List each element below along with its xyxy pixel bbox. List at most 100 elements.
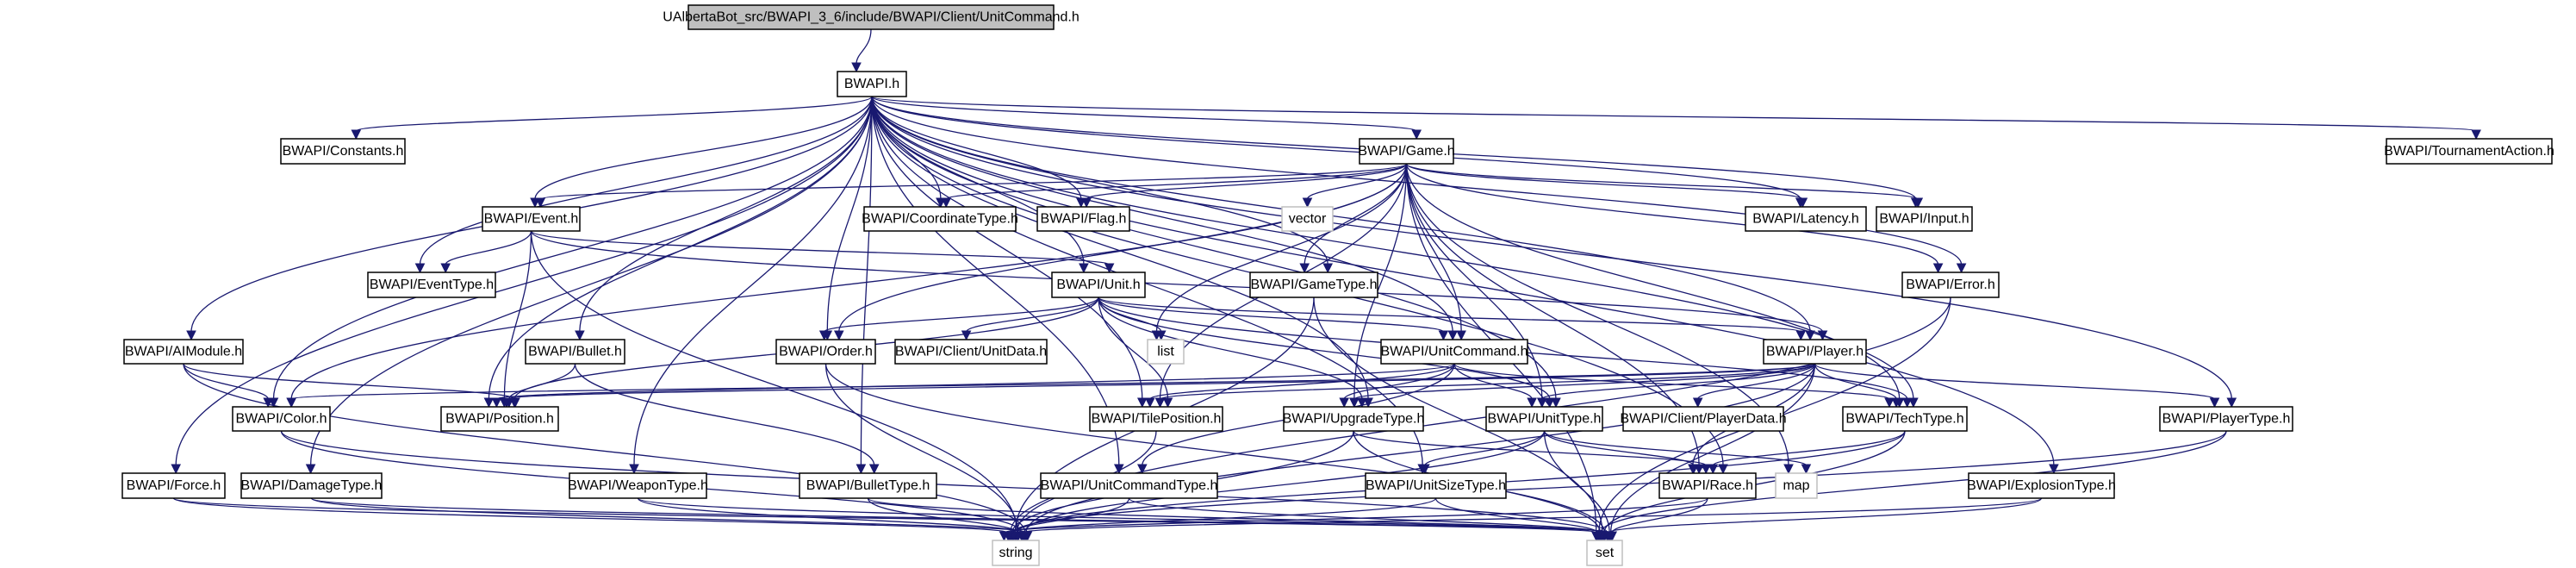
node-latency[interactable]: BWAPI/Latency.h [1745,206,1867,232]
node-unitdata[interactable]: BWAPI/Client/UnitData.h [894,339,1048,365]
node-position[interactable]: BWAPI/Position.h [440,406,559,432]
arrowhead-icon [263,397,274,409]
node-race[interactable]: BWAPI/Race.h [1658,472,1757,499]
node-error[interactable]: BWAPI/Error.h [1901,272,2000,298]
node-gametype[interactable]: BWAPI/GameType.h [1249,272,1378,298]
node-color[interactable]: BWAPI/Color.h [232,406,331,432]
node-input[interactable]: BWAPI/Input.h [1876,206,1973,232]
node-box [2386,138,2553,165]
edge-unittype-to-map [1543,430,1808,466]
node-eventtype[interactable]: BWAPI/EventType.h [367,272,496,298]
node-unitcommand[interactable]: BWAPI/UnitCommand.h [1380,339,1528,365]
node-box [1968,472,2115,499]
node-box [1147,339,1185,365]
node-explosiontype[interactable]: BWAPI/ExplosionType.h [1967,472,2116,499]
node-label: BWAPI/UnitCommandType.h [1041,478,1218,493]
edge-game-to-techtype [1405,163,1901,400]
arrowhead-icon [1411,129,1422,140]
node-damagetype[interactable]: BWAPI/DamageType.h [240,472,383,499]
edge-bwapi-to-eventtype [419,96,873,265]
node-box [1901,272,2000,298]
arrowhead-icon [851,62,862,73]
node-player[interactable]: BWAPI/Player.h [1763,339,1867,365]
node-box [1485,406,1603,432]
node-upgradetype[interactable]: BWAPI/UpgradeType.h [1283,406,1425,432]
node-label: BWAPI/DamageType.h [241,478,383,493]
node-label: set [1596,546,1615,560]
edge-bwapi-to-unitcommand [871,96,1453,333]
arrowhead-icon [1017,531,1029,542]
node-weapontype[interactable]: BWAPI/WeaponType.h [568,472,708,499]
node-coordtype[interactable]: BWAPI/CoordinateType.h [862,206,1018,232]
edge-unitcommandtype-to-string [1012,497,1130,534]
node-techtype[interactable]: BWAPI/TechType.h [1842,406,1968,432]
node-flag[interactable]: BWAPI/Flag.h [1036,206,1130,232]
node-label: BWAPI/TechType.h [1845,412,1963,427]
node-box [688,4,1055,30]
arrowhead-icon [186,330,196,341]
node-playertype[interactable]: BWAPI/PlayerType.h [2159,406,2293,432]
edge-force-to-string [172,497,1009,534]
edge-bwapi-to-flag [871,96,1082,200]
arrowhead-icon [1592,531,1603,542]
node-box [482,206,581,232]
arrowhead-icon [1162,397,1173,409]
arrowhead-icon [305,464,316,475]
edge-event-to-player [530,230,1824,333]
node-aimodule[interactable]: BWAPI/AIModule.h [123,339,244,365]
node-label: list [1157,345,1174,359]
node-label: BWAPI/Race.h [1662,478,1753,493]
arrowhead-icon [1299,263,1310,274]
node-label: BWAPI/Color.h [235,412,327,427]
node-force[interactable]: BWAPI/Force.h [121,472,226,499]
node-label: BWAPI/Game.h [1358,144,1454,159]
node-box [1249,272,1378,298]
arrowhead-icon [1932,263,1944,274]
node-event[interactable]: BWAPI/Event.h [482,206,581,232]
node-label: BWAPI/PlayerType.h [2162,412,2291,427]
node-box [1359,138,1454,165]
edge-explosiontype-to-set [1608,497,2043,534]
node-label: BWAPI/EventType.h [370,278,494,292]
edge-bwapi-to-game [871,96,1417,132]
arrowhead-icon [1339,397,1350,409]
node-unit[interactable]: BWAPI/Unit.h [1051,272,1146,298]
edge-techtype-to-race [1712,430,1906,466]
arrowhead-icon [1456,330,1466,341]
edge-unittype-to-race [1543,430,1695,466]
node-game[interactable]: BWAPI/Game.h [1358,138,1455,165]
node-label: BWAPI/Order.h [779,345,873,359]
node-box [367,272,496,298]
edge-player-to-tileposition [1159,363,1816,400]
arrowhead-icon [1438,330,1449,341]
node-order[interactable]: BWAPI/Order.h [775,339,876,365]
node-label: BWAPI/Constants.h [283,144,404,159]
node-bullettype[interactable]: BWAPI/BulletType.h [799,472,937,499]
node-unitcommandtype[interactable]: BWAPI/UnitCommandType.h [1040,472,1218,499]
arrowhead-icon [1551,397,1561,409]
edge-bwapi-to-constants [355,96,873,132]
arrowhead-icon [941,197,952,209]
node-root[interactable]: UAlbertaBot_src/BWAPI_3_6/include/BWAPI/… [663,4,1080,30]
arrowhead-icon [629,464,639,475]
node-label: vector [1289,212,1327,227]
node-box [1036,206,1130,232]
node-bullet[interactable]: BWAPI/Bullet.h [525,339,625,365]
edge-game-to-unittype [1405,163,1543,400]
edge-bwapi-to-weapontype [633,96,873,466]
node-bwapi[interactable]: BWAPI.h [837,71,907,97]
edge-unitsizetype-to-string [1008,497,1437,534]
edge-aimodule-to-color [183,363,269,400]
edge-game-to-vector [1306,163,1408,200]
edge-unit-to-upgradetype [1098,296,1363,400]
node-label: BWAPI/Force.h [127,478,221,493]
node-tileposition[interactable]: BWAPI/TilePosition.h [1089,406,1223,432]
edge-game-to-input [1405,163,1919,200]
node-box [992,540,1040,566]
node-playerdata[interactable]: BWAPI/Client/PlayerData.h [1620,406,1787,432]
node-unitsizetype[interactable]: BWAPI/UnitSizeType.h [1365,472,1507,499]
node-unittype[interactable]: BWAPI/UnitType.h [1485,406,1603,432]
node-constants[interactable]: BWAPI/Constants.h [280,138,406,165]
node-tournament[interactable]: BWAPI/TournamentAction.h [2384,138,2554,165]
edge-force-to-set [172,497,1598,534]
